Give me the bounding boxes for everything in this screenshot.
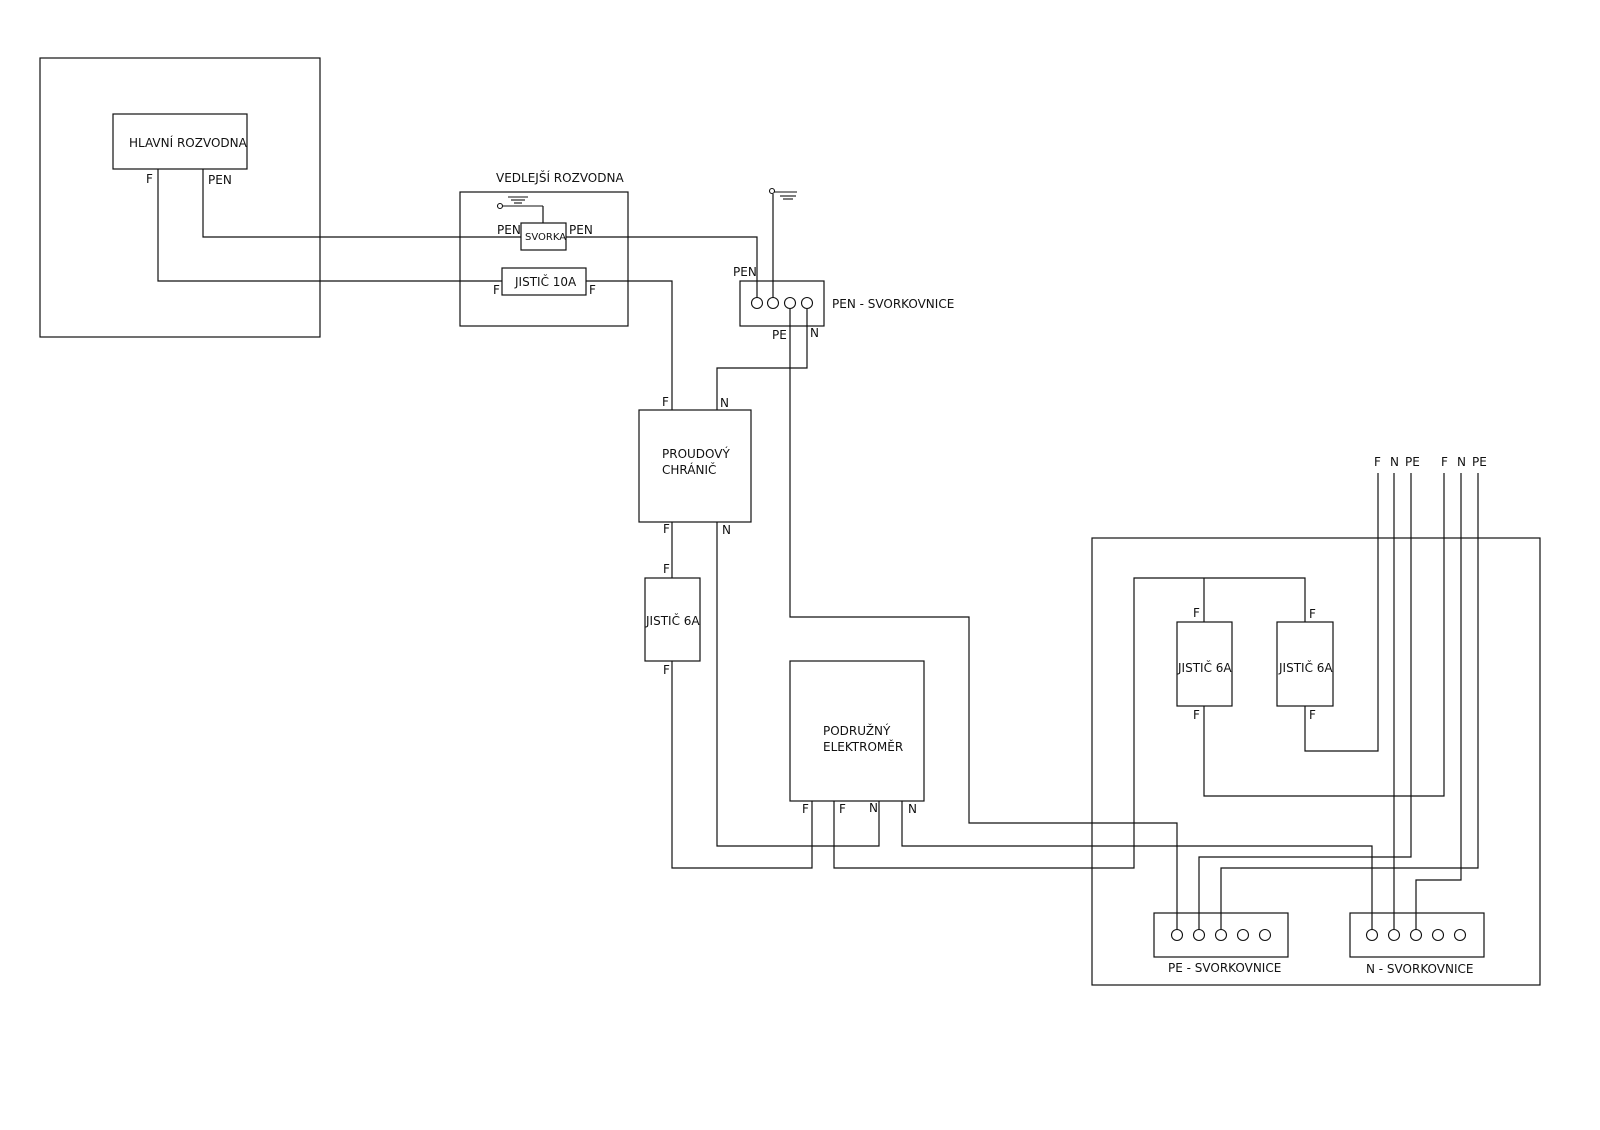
terminal-label-f: F [662,395,669,409]
main-distribution-box [112,113,248,170]
breaker-6a-label: JISTIČ 6A [1278,660,1333,675]
n-terminal-block-label: N - SVORKOVNICE [1366,962,1473,976]
terminal-label-pen: PEN [497,223,521,237]
terminal-label-f: F [663,562,670,576]
terminal-screw [1453,928,1467,942]
terminal-label-f: F [493,283,500,297]
terminal-label-f: F [663,663,670,677]
circuit-label-pe: PE [1472,455,1487,469]
wire-pe-circuit2 [1220,473,1479,929]
terminal-label-f: F [663,522,670,536]
wire-f-main-to-breaker-10a [157,169,502,282]
terminal-label-pe: PE [772,328,787,342]
terminal-screw [783,296,797,310]
main-distribution-enclosure [39,57,321,338]
rcd-label-line1: PROUDOVÝ [662,446,730,461]
terminal-label-pen: PEN [733,265,757,279]
terminal-label-f: F [146,172,153,186]
terminal-screw [750,296,764,310]
circuit-label-f: F [1441,455,1448,469]
terminal-label-n: N [869,801,878,815]
wire-pe-circuit1 [1198,473,1412,929]
wire-n-circuit2 [1415,473,1462,929]
terminal-label-f: F [589,283,596,297]
terminal-label-f: F [1309,607,1316,621]
pen-terminal-block-label: PEN - SVORKOVNICE [832,297,954,311]
wire-n-meter-to-n-terminal [901,801,1373,929]
terminal-screw [766,296,780,310]
wire-f-meter-to-breakers [833,577,1306,869]
breaker-6a-label: JISTIČ 6A [645,613,700,628]
terminal-label-pen: PEN [208,173,232,187]
terminal-screw [1214,928,1228,942]
circuit-label-n: N [1390,455,1399,469]
wire-n-rcd-to-meter [716,522,880,847]
pen-terminal-block [739,280,825,327]
terminal-label-n: N [722,523,731,537]
wire-f-left-breaker-out [1203,473,1445,797]
terminal-screw [1365,928,1379,942]
breaker-6a-label: JISTIČ 6A [1177,660,1232,675]
terminal-screw [1192,928,1206,942]
terminal-screw [1236,928,1250,942]
wire-f-breaker-6a-to-meter [671,661,813,869]
wire-f-right-breaker-out [1304,473,1379,752]
terminal-label-f: F [802,802,809,816]
wire-n-pen-block-to-rcd [716,309,808,410]
terminal-label-n: N [810,326,819,340]
pe-terminal-block-label: PE - SVORKOVNICE [1168,961,1281,975]
sub-distribution-enclosure [459,191,629,327]
wire-f-breaker-10a-to-rcd [586,280,673,410]
terminal-screw [1431,928,1445,942]
terminal-screw [1258,928,1272,942]
circuit-label-f: F [1374,455,1381,469]
circuit-label-n: N [1457,455,1466,469]
terminal-label-f: F [1193,606,1200,620]
terminal-screw [1387,928,1401,942]
main-distribution-title: HLAVNÍ ROZVODNA [129,135,248,150]
sub-meter-label-line1: PODRUŽNÝ [823,723,891,738]
terminal-label-f: F [839,802,846,816]
terminal-label-f: F [1309,708,1316,722]
terminal-screw [1409,928,1423,942]
right-distribution-enclosure [1091,537,1541,986]
ground-icon [768,187,797,200]
terminal-label-n: N [908,802,917,816]
circuit-label-pe: PE [1405,455,1420,469]
rcd-box [638,409,752,523]
terminal-label-f: F [1193,708,1200,722]
terminal-screw [800,296,814,310]
wire-pen-svorka-to-pen-block [566,236,758,298]
rcd-label-line2: CHRÁNIČ [662,462,716,477]
sub-meter-box [789,660,925,802]
terminal-screw [1170,928,1184,942]
terminal-label-n: N [720,396,729,410]
terminal-label-pen: PEN [569,223,593,237]
sub-distribution-title: VEDLEJŠÍ ROZVODNA [496,170,624,185]
wire-pe-pen-block-to-pe-terminal [789,309,1178,929]
wire-pen-main-to-svorka [202,169,521,238]
sub-meter-label-line2: ELEKTROMĚR [823,739,903,754]
ground-icon [496,196,543,210]
breaker-10a-label: JISTIČ 10A [514,274,577,289]
svorka-label: SVORKA [525,232,566,243]
n-terminal-block [1349,912,1485,958]
